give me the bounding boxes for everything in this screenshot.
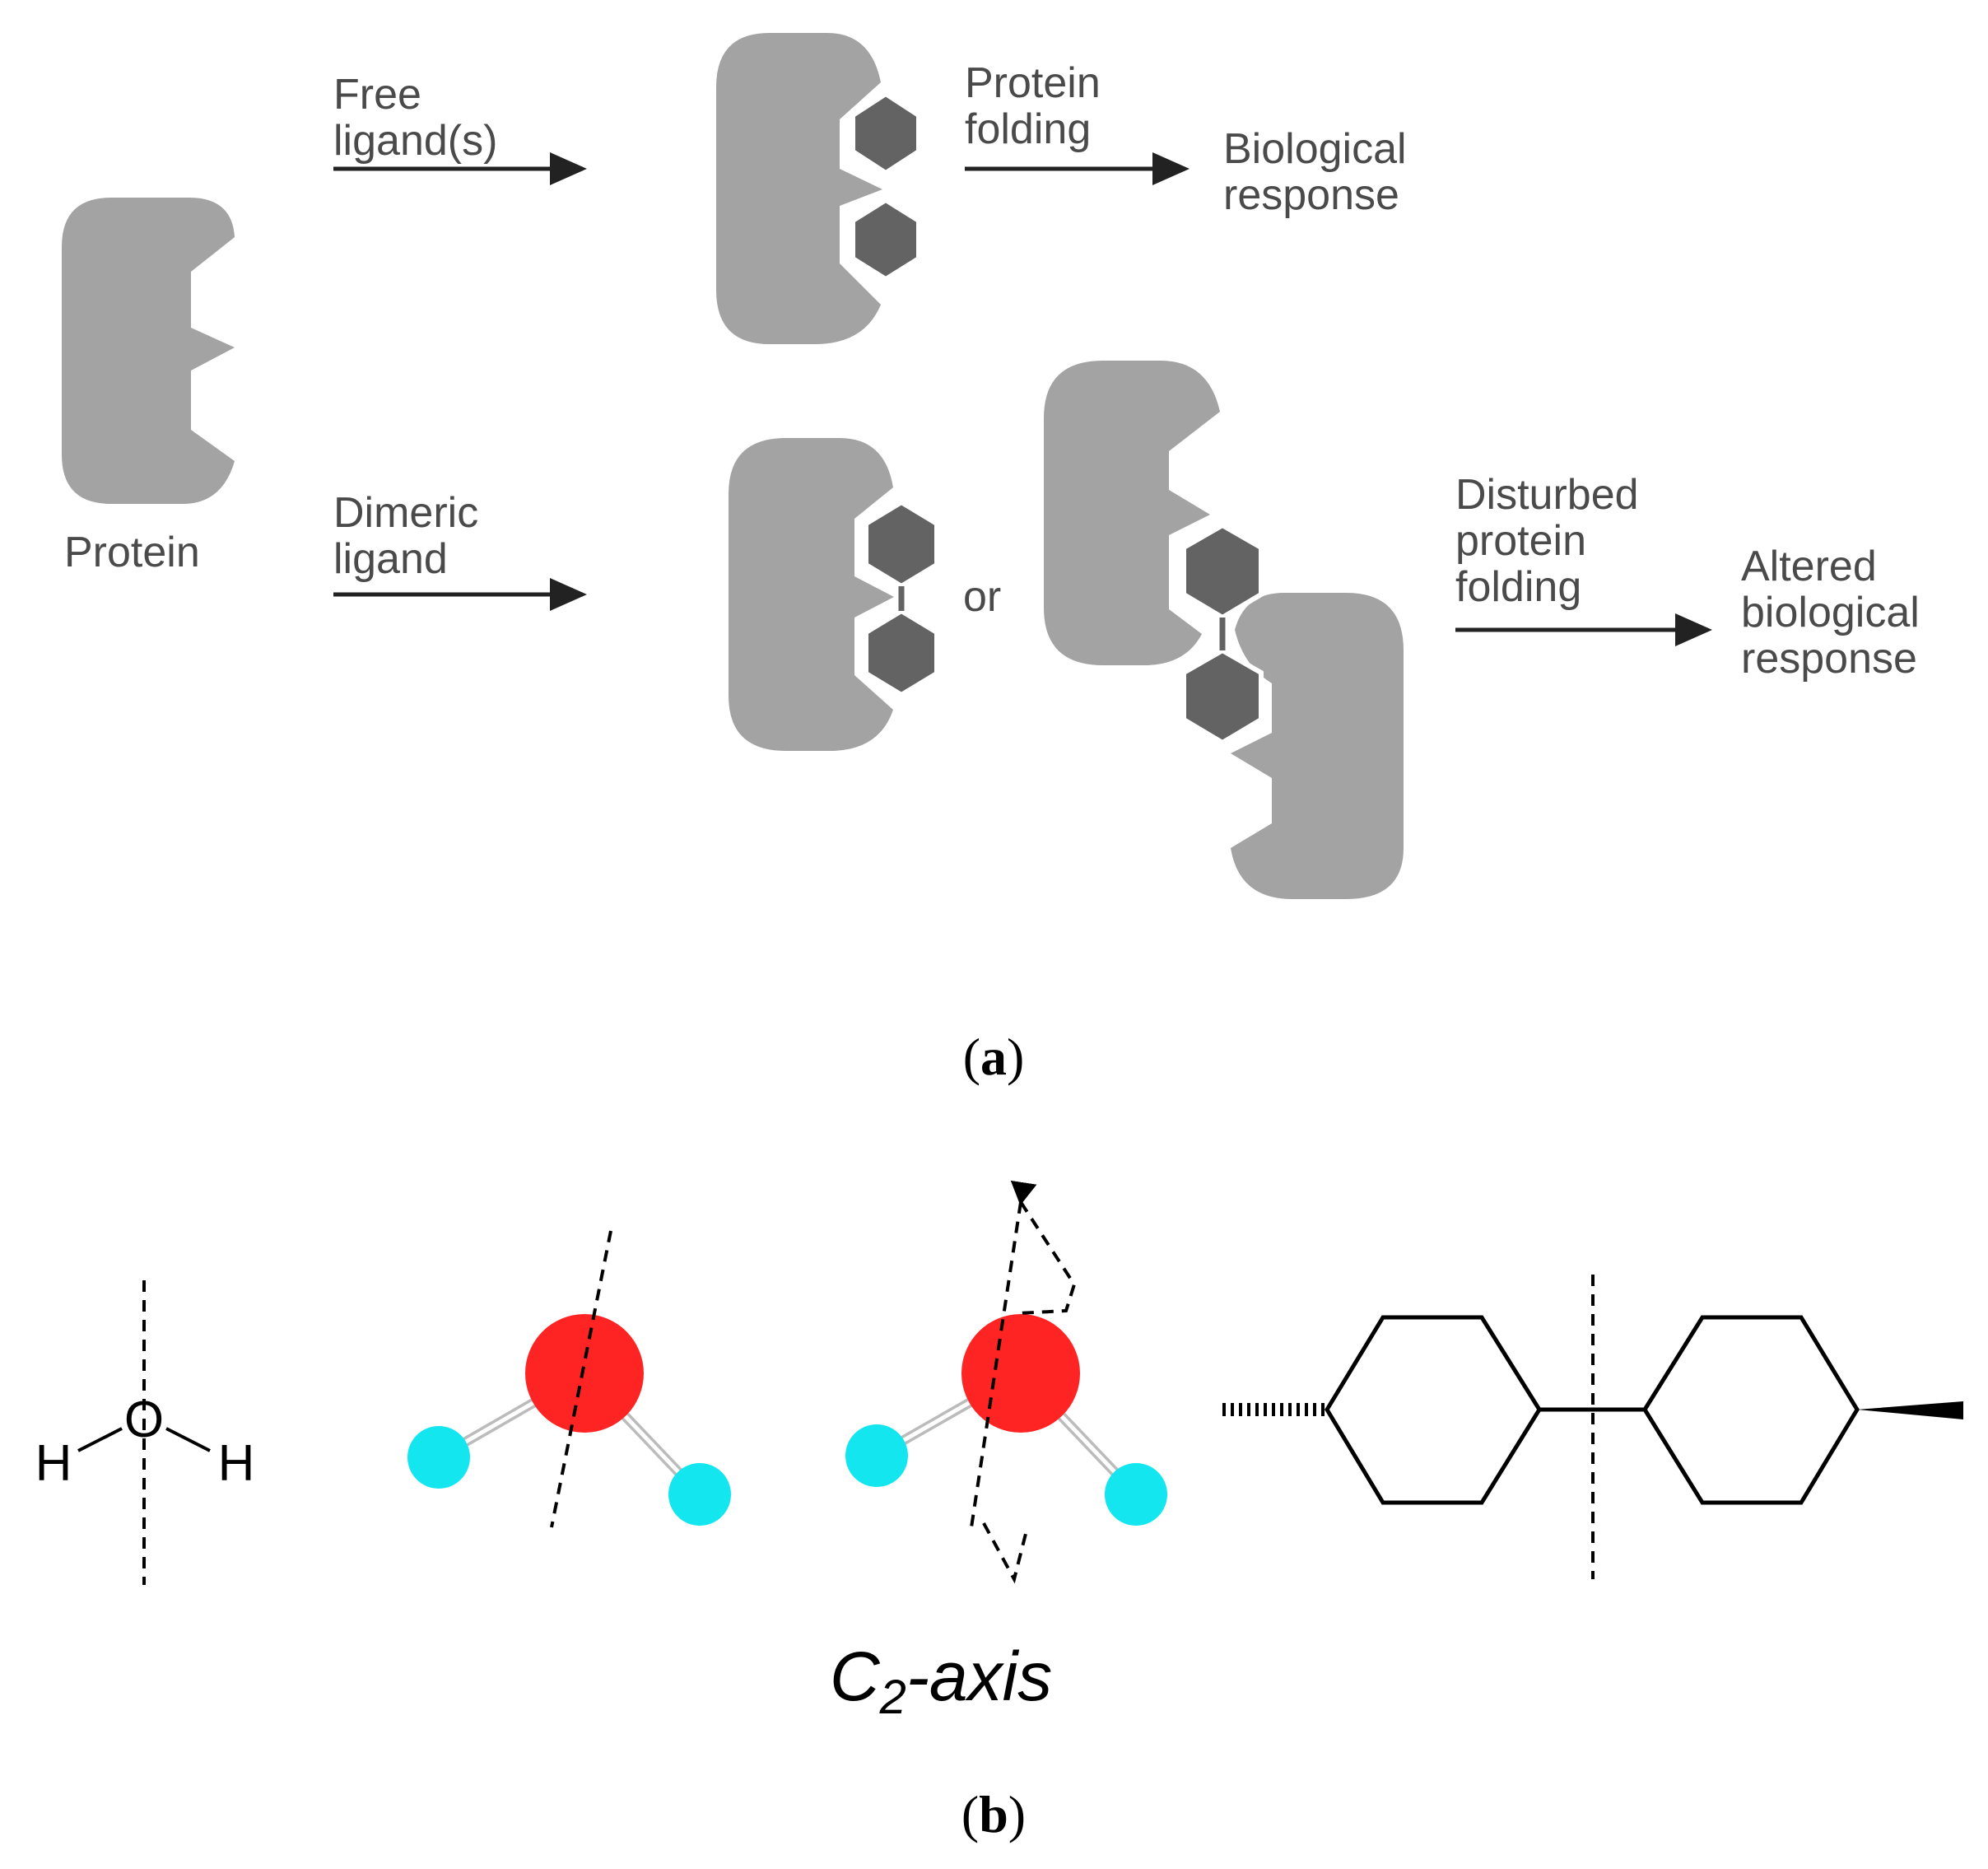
altered-response-label-2: biological xyxy=(1741,589,1920,636)
disturbed-folding-label: Disturbed xyxy=(1455,471,1639,519)
water-ball-model xyxy=(407,1230,731,1528)
dimeric-ligand-label-2: ligand xyxy=(333,535,448,583)
altered-response-label-3: response xyxy=(1741,635,1917,683)
hydrogen-atom xyxy=(668,1463,731,1526)
or-label: or xyxy=(963,573,1001,621)
protein-folding-label-2: folding xyxy=(965,105,1091,153)
oh-bond xyxy=(165,1427,211,1452)
dimer-hexagon xyxy=(864,608,939,698)
hydrogen-atom xyxy=(845,1424,908,1487)
biological-response-label: Biological xyxy=(1223,125,1407,173)
c2-axis-label: C2-axis xyxy=(830,1638,1052,1724)
protein-lower xyxy=(1231,593,1404,899)
rotation-arrow xyxy=(1018,1200,1077,1315)
biological-response-label-2: response xyxy=(1223,171,1399,219)
disturbed-folding-label-3: folding xyxy=(1455,563,1581,611)
free-ligand-label-2: ligand(s) xyxy=(333,117,497,165)
dimeric-ligand-label: Dimeric xyxy=(333,489,478,537)
dimer-hexagon xyxy=(864,499,939,590)
protein-shape xyxy=(62,198,235,504)
rotation-arrow xyxy=(982,1522,1029,1584)
symmetry-axis xyxy=(550,1230,612,1528)
hydrogen-atom xyxy=(407,1426,470,1489)
disturbed-folding-label-2: protein xyxy=(1455,517,1586,565)
water-structural-formula: O H H xyxy=(35,1280,255,1585)
protein-label: Protein xyxy=(64,529,200,576)
hydrogen-atom-label: H xyxy=(218,1435,255,1492)
ligand-hexagon xyxy=(850,197,921,282)
protein-folding-label: Protein xyxy=(965,59,1101,107)
panel-b: O H H xyxy=(35,1180,1963,1843)
oxygen-atom xyxy=(961,1314,1080,1433)
caption-b: (b) xyxy=(961,1785,1026,1843)
solid-wedge-bond xyxy=(1857,1401,1963,1419)
protein-bound-free xyxy=(716,33,882,344)
oh-bond xyxy=(77,1427,123,1452)
cyclohexane-ring xyxy=(1642,1315,1860,1505)
free-ligand-label: Free xyxy=(333,71,421,119)
water-rotation-model xyxy=(845,1180,1167,1584)
ligand-hexagon xyxy=(850,91,921,176)
protein-bound-dimer xyxy=(729,438,894,751)
protein-upper xyxy=(1044,361,1220,665)
altered-response-label: Altered xyxy=(1741,543,1877,590)
c2-rotation-axis xyxy=(970,1180,1037,1528)
panel-a: Protein Free ligand(s) Protein folding B… xyxy=(62,33,1920,1086)
cyclohexane-ring xyxy=(1325,1315,1542,1505)
hydrogen-atom-label: H xyxy=(35,1435,72,1492)
bridge-hexagon xyxy=(1181,522,1264,621)
oxygen-atom-label: O xyxy=(124,1391,164,1448)
bicyclohexyl-structure xyxy=(1222,1275,1963,1579)
hydrogen-atom xyxy=(1105,1463,1167,1526)
caption-a: (a) xyxy=(963,1028,1025,1086)
oxygen-atom xyxy=(525,1314,644,1433)
bridge-hexagon xyxy=(1181,647,1264,746)
